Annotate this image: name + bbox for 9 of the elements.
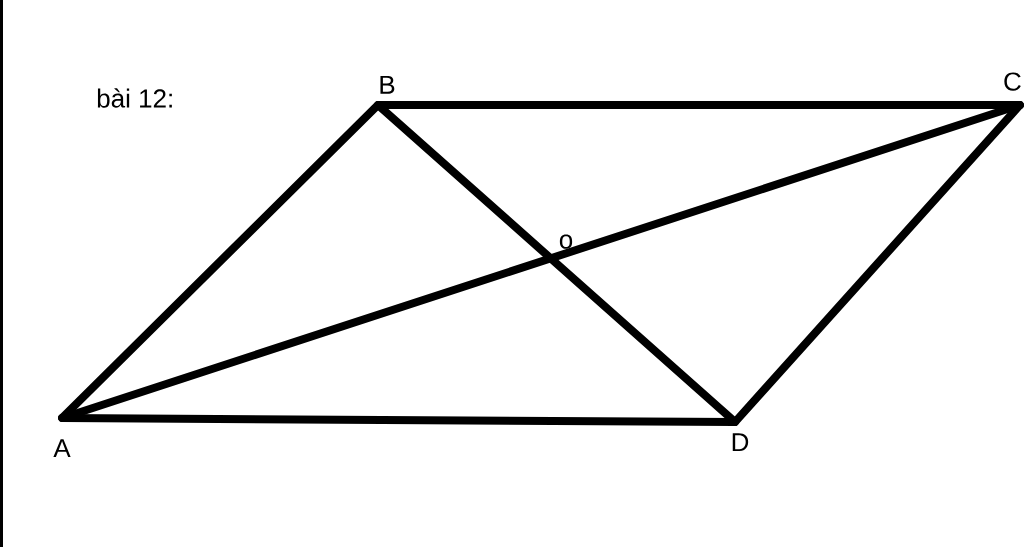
vertex-label: C bbox=[1004, 72, 1021, 91]
title: bài 12: bbox=[97, 88, 172, 108]
vertex-label: D bbox=[732, 433, 749, 452]
line-segment bbox=[374, 101, 739, 426]
vertex-label: A bbox=[53, 439, 71, 458]
point-label: o bbox=[559, 234, 573, 249]
vertex-label: B bbox=[380, 75, 395, 94]
line-segment bbox=[58, 414, 739, 426]
line-segment bbox=[58, 101, 1024, 422]
